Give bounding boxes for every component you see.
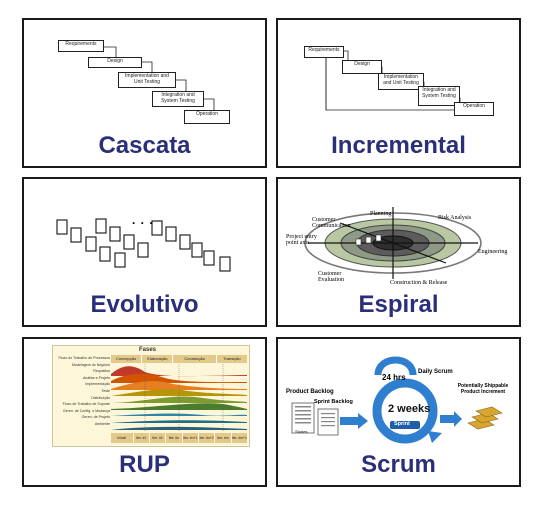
scrum-sprint: Sprint <box>394 421 410 427</box>
cascata-step-implementation: Implementation and Unit Testing <box>118 72 176 88</box>
panel-espiral: Planning Risk Analysis Customer Communic… <box>276 177 521 327</box>
scrum-sprint-backlog: Sprint Backlog <box>314 399 353 405</box>
scrum-daily: Daily Scrum <box>418 369 453 375</box>
rup-discipline: Geren. de Config. e Mudança <box>62 408 110 413</box>
rup-phase-bar: Concepção Elaboração Construção Transiçã… <box>111 355 248 363</box>
scrum-hours: 24 hrs <box>382 373 406 382</box>
rup-humps <box>111 364 247 432</box>
panel-scrum: 24 hrs Daily Scrum Product Backlog Stori… <box>276 337 521 487</box>
rup-discipline: Fluxo de Trabalho de Suporte <box>62 402 110 407</box>
rup-discipline-list: Fluxo do Trabalho de Processos Modelagem… <box>54 355 110 428</box>
espiral-title: Espiral <box>358 291 439 318</box>
cascata-step-operation: Operation <box>184 110 230 124</box>
rup-phase-3: Construção <box>173 355 217 363</box>
rup-iteration: Inicial <box>111 433 133 443</box>
panel-incremental: Requirements Design Implementation and U… <box>276 18 521 168</box>
evolutivo-title: Evolutivo <box>90 291 199 318</box>
rup-iteration-bar: Inicial Iter. #1 Iter. #2 Iter. #n Iter.… <box>111 433 248 443</box>
rup-header: Fases <box>139 347 157 353</box>
cascata-step-design: Design <box>88 57 142 68</box>
rup-discipline: Ambiente <box>94 421 110 426</box>
scrum-title: Scrum <box>361 451 436 478</box>
espiral-label-customer-evaluation: Customer Evaluation <box>318 271 344 283</box>
panel-cascata: Requirements Design Implementation and U… <box>22 18 267 168</box>
rup-iteration: Iter. #n <box>166 433 182 443</box>
rup-title: RUP <box>119 451 170 478</box>
espiral-label-customer-communication: Customer Communication <box>312 217 351 229</box>
evolutivo-diagram <box>56 218 231 272</box>
incremental-step-implementation: Implementation and Unit Testing <box>378 73 424 90</box>
incremental-title: Incremental <box>331 132 466 159</box>
incremental-step-design: Design <box>342 60 382 74</box>
cascata-step-integration: Integration and System Testing <box>152 91 204 107</box>
evolutivo-ellipsis: . . . <box>132 213 154 227</box>
rup-phase-2: Elaboração <box>142 355 174 363</box>
rup-phase-4: Transição <box>216 355 248 363</box>
panel-rup: Fases Concepção Elaboração Construção Tr… <box>22 337 267 487</box>
rup-discipline: Fluxo do Trabalho de Processos <box>58 356 110 360</box>
cascata-title: Cascata <box>98 132 191 159</box>
rup-discipline: Teste <box>101 388 110 393</box>
rup-iteration: Iter. #1 <box>133 433 149 443</box>
espiral-label-risk: Risk Analysis <box>438 215 472 221</box>
rup-discipline: Modelagem do Negócio <box>72 362 110 367</box>
rup-discipline: Distribuição <box>91 395 110 400</box>
rup-phase-1: Concepção <box>111 355 143 363</box>
incremental-step-integration: Integration and System Testing <box>418 86 460 106</box>
espiral-label-engineering: Engineering <box>478 249 508 255</box>
scrum-diagram <box>291 356 503 444</box>
rup-discipline: Implementação <box>85 382 110 387</box>
rup-iteration: Iter. #2 <box>149 433 166 443</box>
rup-discipline: Requisitos <box>93 369 110 374</box>
rup-iteration: Iter. #n+2 <box>198 433 215 443</box>
rup-discipline: Análise e Projeto <box>82 375 110 380</box>
scrum-weeks: 2 weeks <box>388 403 431 415</box>
espiral-label-entry-point: Project entry point axis <box>286 234 317 246</box>
espiral-diagram <box>304 207 482 279</box>
scrum-product-backlog: Product Backlog <box>286 389 334 395</box>
scrum-stories: Stories <box>295 429 308 434</box>
espiral-label-construction: Construction & Release <box>390 280 448 286</box>
espiral-label-planning: Planning <box>370 211 392 217</box>
panel-evolutivo: . . . Evolutivo <box>22 177 267 327</box>
rup-discipline: Geren. de Projeto <box>81 415 110 420</box>
rup-chart: Fases Concepção Elaboração Construção Tr… <box>52 345 250 447</box>
rup-iteration: Iter. #m <box>215 433 231 443</box>
cascata-step-requirements: Requirements <box>58 40 104 52</box>
cascata-arrows <box>104 46 215 110</box>
incremental-step-requirements: Requirements <box>304 46 344 58</box>
scrum-increment: Potentially Shippable Product Increment <box>457 383 509 395</box>
rup-iteration: Iter. #n+1 <box>182 433 198 443</box>
rup-iteration: Iter. #m+1 <box>231 433 248 443</box>
incremental-step-operation: Operation <box>454 102 494 116</box>
